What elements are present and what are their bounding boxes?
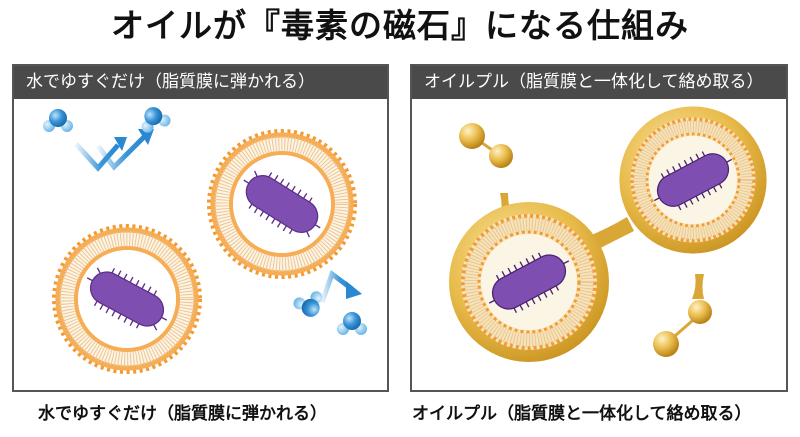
- deflect-arrow-icon: [74, 129, 154, 172]
- oil-droplet-icon: [653, 300, 712, 357]
- panel-water-rinse: 水でゆすぐだけ（脂質膜に弾かれる）: [12, 64, 389, 392]
- water-rinse-illustration: [14, 99, 387, 390]
- caption-oil-pulling: オイルプル（脂質膜と一体化して絡め取る）: [412, 404, 752, 424]
- liposome-lower: [55, 227, 199, 371]
- panel-header: 水でゆすぐだけ（脂質膜に弾かれる）: [14, 66, 387, 99]
- oil-coated-liposome-left: [449, 202, 609, 362]
- oil-pulling-illustration: [412, 99, 786, 390]
- panel-oil-pulling: オイルプル（脂質膜と一体化して絡め取る）: [410, 64, 788, 392]
- oil-droplet-icon: [459, 123, 513, 168]
- caption-water-rinse: 水でゆすぐだけ（脂質膜に弾かれる）: [38, 404, 327, 424]
- water-molecule-icon: [337, 312, 367, 335]
- panel-header: オイルプル（脂質膜と一体化して絡め取る）: [412, 66, 786, 99]
- page-title: オイルが『毒素の磁石』になる仕組み: [111, 6, 689, 45]
- deflect-arrow-icon: [319, 269, 362, 303]
- liposome-upper: [210, 132, 354, 276]
- water-molecule-icon: [43, 109, 73, 132]
- oil-coated-liposome-right: [619, 106, 766, 253]
